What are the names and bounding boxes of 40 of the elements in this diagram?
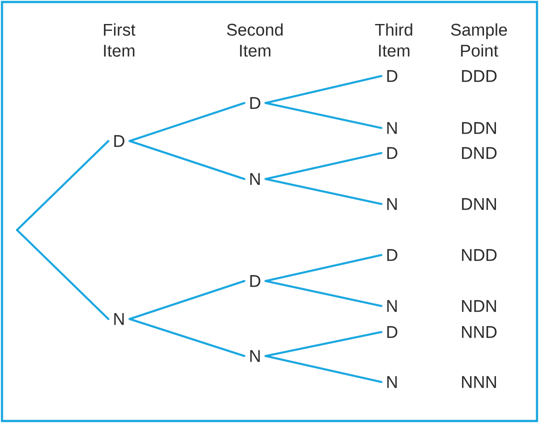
tree-letter: D bbox=[387, 249, 398, 261]
tree-letter: N bbox=[387, 198, 397, 210]
tree-letter: N bbox=[250, 173, 260, 185]
sample-point-text: DDN bbox=[462, 122, 496, 134]
tree-letter: N bbox=[387, 300, 397, 312]
tree-letter: D bbox=[250, 275, 260, 287]
branch-line bbox=[264, 280, 382, 307]
branch-line bbox=[128, 140, 246, 180]
tree-letter: D bbox=[250, 97, 260, 109]
branch-line bbox=[128, 318, 246, 357]
tree-letter: D bbox=[114, 135, 124, 147]
branch-line bbox=[264, 102, 382, 129]
tree-letter: N bbox=[387, 376, 397, 388]
tree-letter: D bbox=[387, 70, 398, 82]
branch-line bbox=[264, 178, 382, 205]
sample-point-text: NDN bbox=[462, 300, 496, 312]
column-heading: First Item bbox=[104, 23, 136, 57]
tree-letter: N bbox=[387, 122, 397, 134]
branch-line bbox=[264, 254, 382, 282]
branch-line bbox=[128, 102, 246, 142]
tree-letter: D bbox=[387, 326, 398, 338]
sample-point-text: DDD bbox=[462, 70, 497, 82]
column-heading: Third Item bbox=[375, 23, 412, 57]
branch-line bbox=[264, 152, 382, 180]
sample-point-text: DND bbox=[462, 147, 497, 159]
sample-point-text: DNN bbox=[462, 198, 496, 210]
sample-point-text: NDD bbox=[462, 249, 497, 261]
column-heading: Sample Point bbox=[451, 23, 507, 57]
sample-point-text: NND bbox=[462, 326, 497, 338]
branch-line bbox=[16, 140, 110, 231]
tree-letter: D bbox=[387, 147, 398, 159]
branch-line bbox=[128, 280, 246, 320]
tree-letter: N bbox=[250, 350, 260, 362]
sample-point-text: NNN bbox=[462, 376, 496, 388]
branch-line bbox=[264, 355, 382, 383]
column-heading: Second Item bbox=[227, 23, 283, 57]
branch-line bbox=[264, 331, 382, 357]
tree-letter: N bbox=[114, 313, 124, 325]
branch-line bbox=[264, 75, 382, 104]
branch-line bbox=[16, 229, 110, 320]
